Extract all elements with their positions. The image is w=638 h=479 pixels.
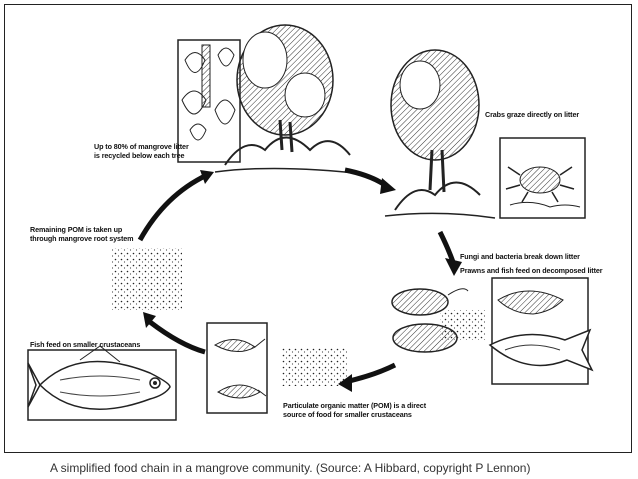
arrow-heads bbox=[143, 170, 462, 392]
label-fish: Fish feed on smaller crustaceans bbox=[30, 340, 140, 349]
mangrove-tree-right bbox=[384, 49, 496, 219]
figure-caption: A simplified food chain in a mangrove co… bbox=[50, 461, 531, 475]
pom-particles bbox=[282, 348, 347, 386]
label-line: through mangrove root system bbox=[30, 234, 134, 243]
small-crustacean-panel bbox=[206, 322, 268, 414]
crab-panel bbox=[499, 137, 586, 219]
label-fungi: Fungi and bacteria break down litter bbox=[460, 252, 580, 261]
crustaceans-right bbox=[391, 288, 485, 353]
label-prawns: Prawns and fish feed on decomposed litte… bbox=[460, 266, 603, 275]
label-pom: Particulate organic matter (POM) is a di… bbox=[283, 401, 426, 419]
label-crabs: Crabs graze directly on litter bbox=[485, 110, 579, 119]
label-line: is recycled below each tree bbox=[94, 151, 185, 160]
label-line: Prawns and fish feed on decomposed litte… bbox=[460, 266, 603, 275]
label-line: Fungi and bacteria break down litter bbox=[460, 252, 580, 261]
leaf-litter-panel bbox=[177, 39, 241, 163]
fish-panel bbox=[27, 345, 177, 421]
label-litter-recycled: Up to 80% of mangrove litter is recycled… bbox=[94, 142, 189, 160]
label-line: Crabs graze directly on litter bbox=[485, 110, 580, 119]
label-line: Fish feed on smaller crustaceans bbox=[30, 340, 141, 349]
label-line: source of food for smaller crustaceans bbox=[283, 410, 412, 419]
prawn-fish-panel bbox=[488, 277, 594, 385]
label-remaining-pom: Remaining POM is taken up through mangro… bbox=[30, 225, 134, 243]
remaining-pom-particles bbox=[112, 248, 182, 310]
mangrove-tree-top bbox=[214, 24, 366, 175]
label-line: Up to 80% of mangrove litter bbox=[94, 142, 189, 151]
label-line: Particulate organic matter (POM) is a di… bbox=[283, 401, 426, 410]
label-line: Remaining POM is taken up bbox=[30, 225, 123, 234]
